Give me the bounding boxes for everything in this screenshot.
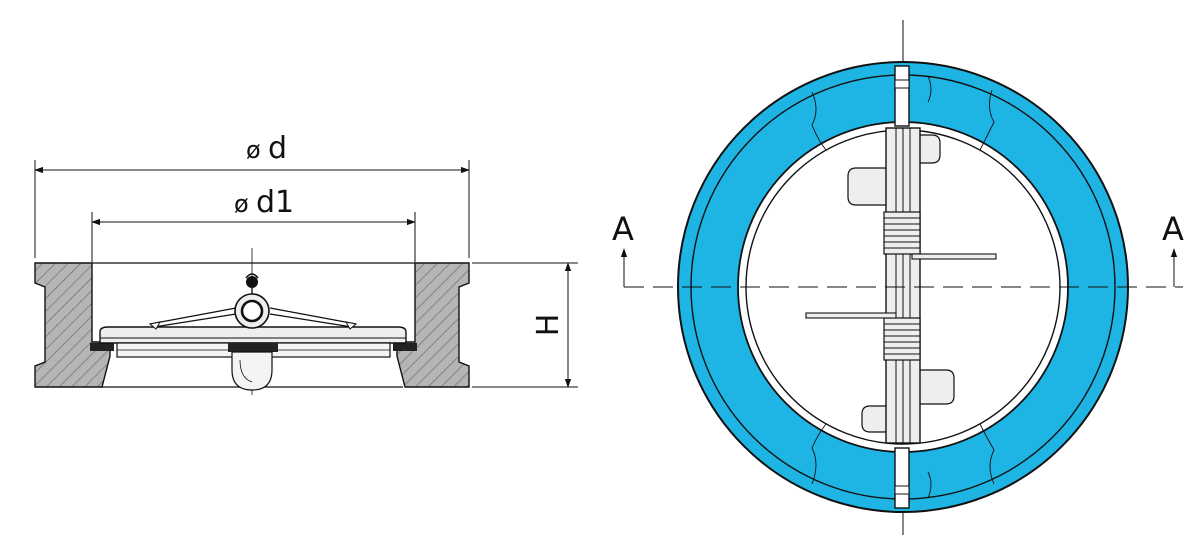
body-section-left: [34, 262, 111, 388]
disc-plate: [99, 326, 407, 344]
dim-h-label: H: [531, 314, 566, 337]
side-view: ø d ø d1 H: [34, 131, 578, 395]
stem-bulb: [231, 351, 273, 391]
bottom-slot: [894, 447, 910, 509]
dim-d1-label: d1: [256, 185, 294, 220]
spring-coil-lower: [883, 317, 921, 361]
hinge-pin: [246, 276, 258, 288]
section-label-right: A: [1162, 210, 1184, 248]
center-hub: [228, 343, 278, 352]
front-view: A A: [612, 20, 1184, 535]
spring-arm-left: [149, 307, 237, 328]
section-label-left: A: [612, 210, 634, 248]
hinge-tabs: [847, 134, 955, 433]
spring-arm-right: [269, 307, 357, 328]
spring-coil-upper: [883, 211, 921, 255]
top-slot: [894, 65, 910, 127]
dim-d-symbol: ø: [246, 136, 261, 164]
dim-d-label: d: [268, 131, 287, 166]
dim-d1-symbol: ø: [234, 190, 249, 218]
spring-leg-left: [805, 312, 897, 319]
body-section-right: [396, 262, 470, 388]
ring-break-lines: [811, 75, 995, 499]
seat-seal-left: [90, 343, 114, 351]
seat-seal-right: [393, 343, 417, 351]
spring-leg-right: [911, 253, 997, 260]
